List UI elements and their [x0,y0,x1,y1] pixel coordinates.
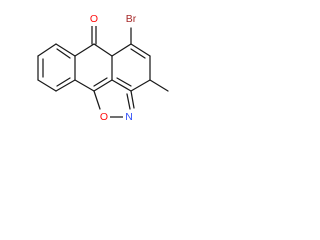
bond [37,43,57,57]
bond [93,90,101,110]
bond [93,79,113,92]
atom-carbonyl-oxygen: O [88,13,100,26]
atom-label-ring-n: N [125,111,133,123]
bond [111,43,132,57]
atom-label-carbonyl-o: O [90,13,98,25]
chemical-structure: O Br O N [37,13,169,123]
bond [55,79,76,92]
atom-ring-oxygen: O [98,110,110,123]
bond [130,43,151,57]
bond [93,43,113,57]
atom-label-bromine: Br [126,13,137,25]
bond [37,79,57,92]
bond [55,43,76,57]
bond-double-inner [130,48,146,59]
bond-skeleton [37,25,169,118]
bond-double-inner [126,93,131,110]
bond-double-inner [116,77,132,87]
atom-bromine: Br [123,13,140,27]
bond [74,79,95,92]
bond-double-inner [56,48,71,59]
bond [130,79,151,92]
bond [74,43,95,57]
bond-methyl [149,79,169,92]
bond [111,79,132,92]
bond-double-inner [93,77,108,87]
bond-double-inner [56,77,71,87]
bond [130,90,135,109]
atom-label-ring-o: O [100,111,108,123]
atom-ring-nitrogen: N [123,110,135,123]
